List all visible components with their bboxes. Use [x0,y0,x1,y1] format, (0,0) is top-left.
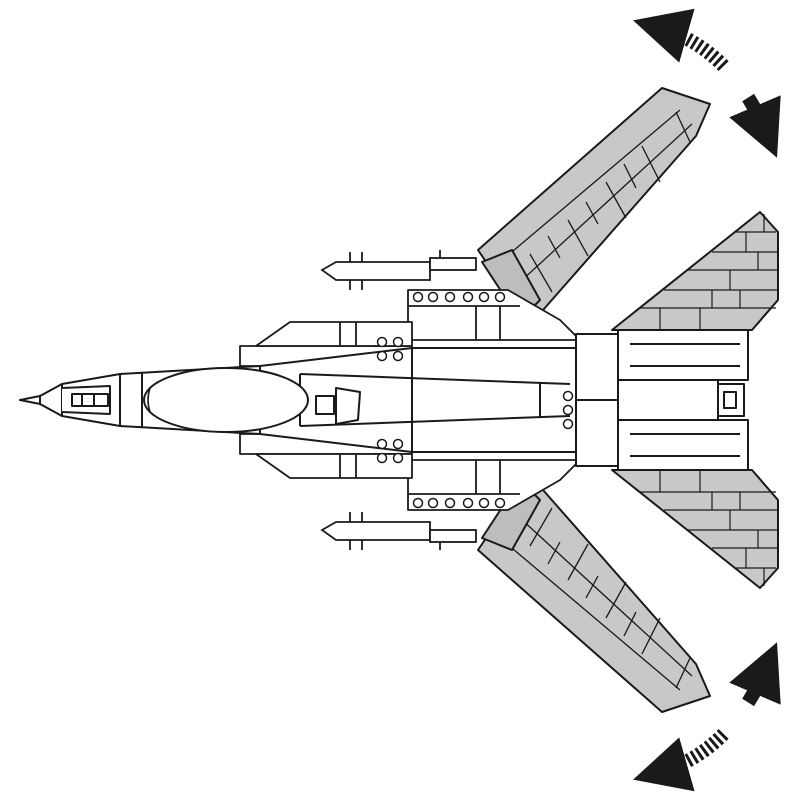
missile-icon [320,512,477,550]
upper-intake [239,289,581,367]
missile-icon [320,250,477,290]
rear-fuselage [575,329,749,471]
rivet-dots [376,291,574,509]
lower-tailplane [611,469,779,589]
wing-sweep-arrow-icon [633,642,781,792]
cockpit-canopy-icon [143,367,309,433]
wing-sweep-arrow-icon [633,8,781,158]
upper-tailplane [611,211,779,331]
